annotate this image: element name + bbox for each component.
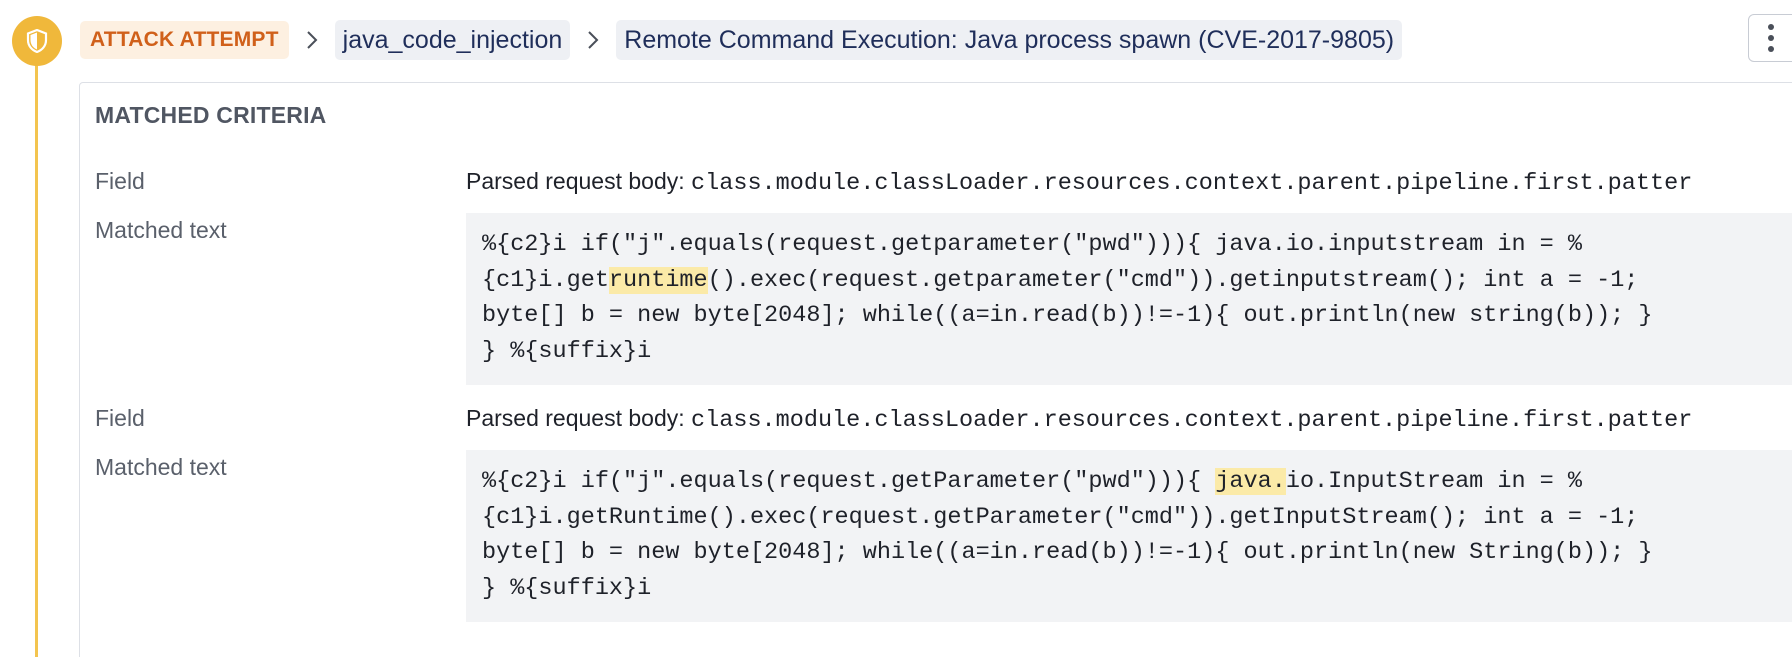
section-title: MATCHED CRITERIA bbox=[95, 102, 327, 128]
matched-text-code: %{c2}i if("j".equals(request.getparamete… bbox=[466, 213, 1792, 385]
more-vertical-icon-dot bbox=[1768, 46, 1774, 52]
chevron-right-icon bbox=[582, 21, 604, 59]
field-prefix: Parsed request body: bbox=[466, 405, 692, 431]
more-vertical-icon bbox=[1768, 24, 1774, 30]
attack-attempt-badge: ATTACK ATTEMPT bbox=[80, 21, 289, 59]
match-highlight: runtime bbox=[608, 266, 708, 294]
chevron-right-icon bbox=[301, 21, 323, 59]
code-line: io.InputStream in = % bbox=[1285, 468, 1582, 495]
matched-text-label: Matched text bbox=[95, 454, 227, 480]
field-label: Field bbox=[95, 168, 145, 194]
field-path: class.module.classLoader.resources.conte… bbox=[691, 170, 1693, 197]
more-vertical-icon-dot bbox=[1768, 35, 1774, 41]
code-line: byte[] b = new byte[2048]; while((a=in.r… bbox=[482, 539, 1653, 566]
field-prefix: Parsed request body: bbox=[466, 168, 692, 194]
breadcrumb: ATTACK ATTEMPT java_code_injection Remot… bbox=[80, 20, 1403, 60]
field-value: Parsed request body: class.module.classL… bbox=[466, 405, 1692, 434]
match-highlight: java. bbox=[1215, 468, 1286, 495]
code-line: } %{suffix}i bbox=[482, 337, 652, 365]
code-line: {c1}i.get bbox=[482, 266, 609, 294]
code-line: ().exec(request.getparameter("cmd")).get… bbox=[707, 266, 1639, 294]
code-line: %{c2}i if("j".equals(request.getParamete… bbox=[482, 468, 1216, 495]
matched-text-code: %{c2}i if("j".equals(request.getParamete… bbox=[466, 450, 1792, 622]
shield-icon bbox=[12, 16, 62, 66]
code-line: } %{suffix}i bbox=[482, 574, 652, 602]
field-label: Field bbox=[95, 405, 145, 431]
matched-criteria-card bbox=[79, 82, 1792, 657]
field-path: class.module.classLoader.resources.conte… bbox=[691, 407, 1693, 434]
code-line: %{c2}i if("j".equals(request.getparamete… bbox=[482, 231, 1582, 258]
breadcrumb-rule-type[interactable]: java_code_injection bbox=[334, 20, 571, 60]
code-line: {c1}i.getRuntime().exec(request.getParam… bbox=[482, 503, 1639, 531]
code-line: byte[] b = new byte[2048]; while((a=in.r… bbox=[482, 302, 1653, 329]
timeline-line bbox=[35, 60, 38, 657]
more-options-button[interactable] bbox=[1748, 14, 1792, 62]
field-value: Parsed request body: class.module.classL… bbox=[466, 168, 1692, 197]
breadcrumb-rule-name[interactable]: Remote Command Execution: Java process s… bbox=[616, 20, 1403, 60]
matched-text-label: Matched text bbox=[95, 217, 227, 243]
